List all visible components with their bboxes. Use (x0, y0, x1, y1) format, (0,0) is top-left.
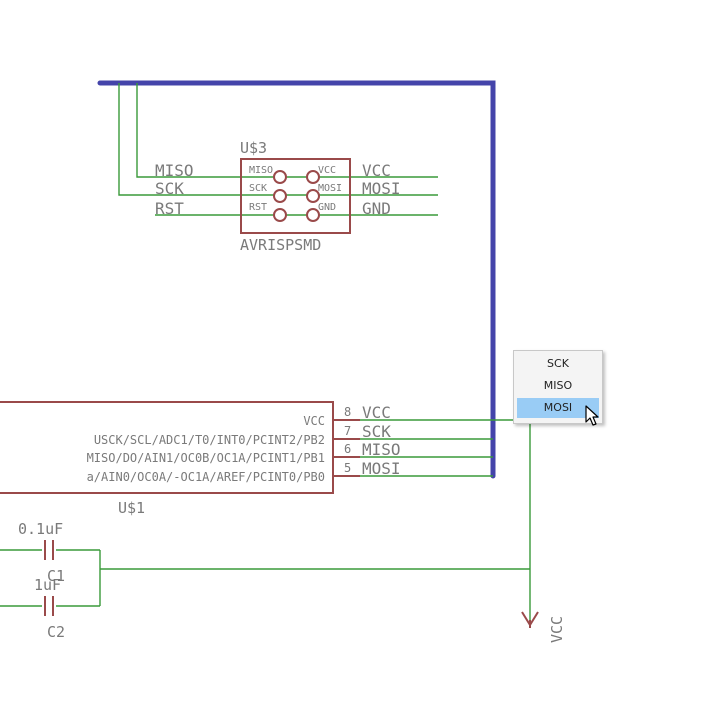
isp-pin-label: RST (249, 202, 267, 213)
mcu-pin-number: 6 (344, 442, 351, 456)
mcu-pin-number: 8 (344, 405, 351, 419)
capacitor-c2[interactable]: 1uF C2 (0, 576, 100, 641)
isp-pin-label: MOSI (318, 183, 342, 194)
mouse-cursor-icon (585, 405, 599, 426)
mcu-net-label-vcc[interactable]: VCC (362, 403, 391, 422)
bus-line[interactable] (97, 80, 496, 479)
c1-name: C1 (47, 567, 65, 585)
mcu-pin-text: MISO/DO/AIN1/OC0B/OC1A/PCINT1/PB1 (87, 451, 325, 465)
isp-pin-circle[interactable] (273, 189, 287, 203)
mcu-pin-text: USCK/SCL/ADC1/T0/INT0/PCINT2/PB2 (94, 433, 325, 447)
menu-item-mosi[interactable]: MOSI (517, 398, 599, 418)
isp-header-name: U$3 (240, 139, 267, 157)
vcc-arrow-icon (521, 611, 539, 628)
c1-value: 0.1uF (18, 520, 63, 538)
menu-item-miso[interactable]: MISO (543, 379, 573, 392)
net-label-vcc[interactable]: VCC (362, 161, 391, 180)
isp-pin-circle[interactable] (273, 170, 287, 184)
mcu-pin-text: a/AIN0/OC0A/-OC1A/AREF/PCINT0/PB0 (87, 470, 325, 484)
net-label-miso[interactable]: MISO (155, 161, 194, 180)
isp-pin-label: MISO (249, 165, 273, 176)
mcu-part[interactable]: U$1 VCC USCK/SCL/ADC1/T0/INT0/PCINT2/PB2… (0, 401, 360, 517)
c2-plates (44, 596, 54, 616)
wire-sck-bus[interactable] (118, 83, 438, 196)
net-label-mosi[interactable]: MOSI (362, 179, 401, 198)
isp-header[interactable]: U$3 AVRISPSMD MISO VCC SCK MOSI RST GND (240, 139, 351, 254)
isp-pin-circle[interactable] (306, 170, 320, 184)
isp-pin-circle[interactable] (273, 208, 287, 222)
isp-pin-label: VCC (318, 165, 336, 176)
isp-header-body (240, 158, 351, 234)
isp-pin-circle[interactable] (306, 208, 320, 222)
vcc-supply-symbol[interactable]: VCC (521, 611, 566, 643)
menu-item-sck[interactable]: SCK (547, 357, 569, 370)
net-label-rst[interactable]: RST (155, 199, 184, 218)
mcu-pin-text: VCC (303, 414, 325, 428)
wire-cap-vcc[interactable] (99, 550, 530, 606)
isp-pin-label: GND (318, 202, 336, 213)
vcc-supply-label: VCC (548, 616, 566, 643)
net-label-gnd[interactable]: GND (362, 199, 391, 218)
isp-pin-circle[interactable] (306, 189, 320, 203)
mcu-net-label-miso[interactable]: MISO (362, 440, 401, 459)
mcu-net-label-sck[interactable]: SCK (362, 422, 391, 441)
c1-plates (44, 540, 54, 560)
isp-header-value: AVRISPSMD (240, 236, 321, 254)
mcu-pin-stubs (333, 419, 360, 477)
mcu-pin-number: 7 (344, 424, 351, 438)
mcu-pin-number: 5 (344, 461, 351, 475)
c2-value: 1uF (34, 576, 61, 594)
mcu-body (0, 401, 334, 494)
capacitor-c1[interactable]: 0.1uF C1 (0, 520, 100, 585)
c2-name: C2 (47, 623, 65, 641)
mcu-net-label-mosi[interactable]: MOSI (362, 459, 401, 478)
net-label-sck[interactable]: SCK (155, 179, 184, 198)
mcu-name: U$1 (118, 499, 145, 517)
isp-pin-label: SCK (249, 183, 267, 194)
wire-miso-bus[interactable] (136, 83, 438, 178)
